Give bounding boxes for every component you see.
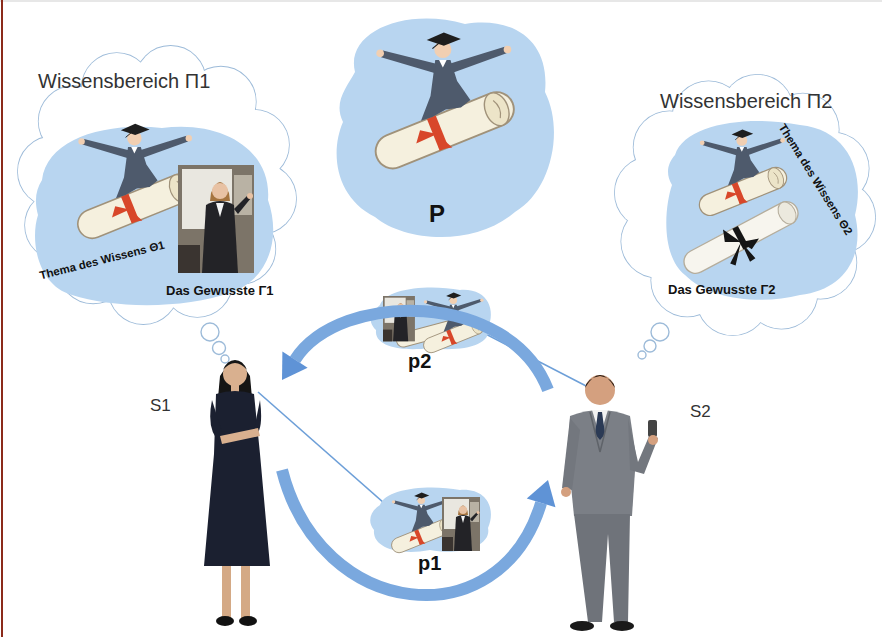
left-rule (1, 0, 3, 637)
transfer-arrow (282, 470, 555, 595)
person-figure: S1 (140, 350, 282, 632)
subject-label: S2 (690, 402, 711, 422)
transfer-arrow (282, 311, 548, 390)
proposition-blob: P (325, 12, 557, 244)
knowledge-blob: Thema des Wissens Θ2Das Gewusste Γ2 (660, 115, 862, 312)
knowledge-blob: Thema des Wissens Θ1Das Gewusste Γ1 (32, 120, 290, 310)
proposition-label: p2 (408, 350, 431, 373)
region-heading: Wissensbereich Π1 (38, 70, 210, 93)
thought-cloud: Wissensbereich Π1 Thema des Wissens Θ1Das… (15, 45, 305, 365)
person-figure-shape (548, 360, 718, 635)
subject-label: S1 (150, 396, 171, 416)
top-rule (0, 1, 882, 2)
leader-line (258, 392, 392, 510)
proposition-label: p1 (418, 552, 441, 575)
known-label: Das Gewusste Γ1 (166, 284, 274, 299)
person-figure-shape (140, 350, 282, 632)
thought-cloud: Wissensbereich Π2Thema des Wissens Θ2Das… (610, 70, 878, 362)
known-label: Das Gewusste Γ2 (668, 283, 776, 298)
knowledge-blob-shape (32, 120, 290, 310)
proposition-label: P (429, 200, 445, 228)
person-figure: S2 (548, 360, 718, 635)
region-heading: Wissensbereich Π2 (660, 90, 832, 113)
proposition-picture (370, 487, 491, 555)
